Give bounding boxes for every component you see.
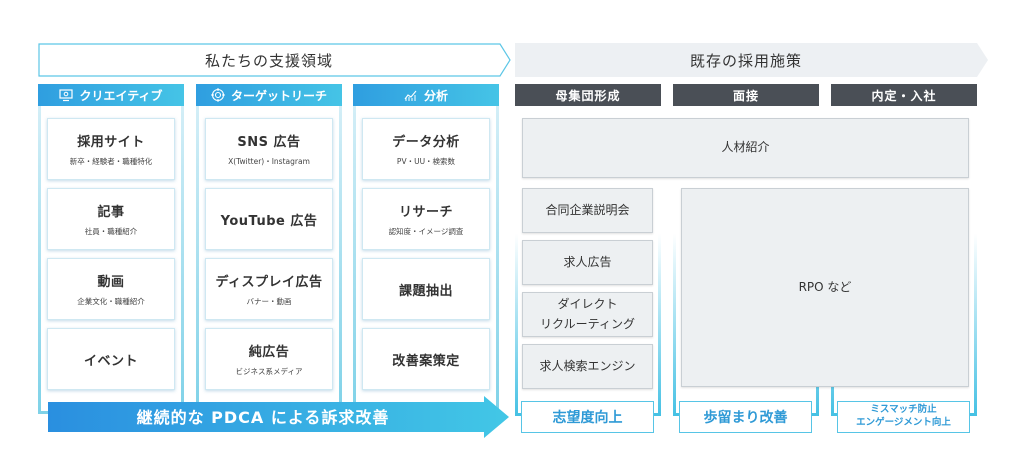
card-event: イベント [47,328,175,390]
card-subtitle: ビジネス系メディア [235,367,303,376]
target-reach-header: ターゲットリーチ [196,84,342,106]
outcome-engagement: ミスマッチ防止 エンゲージメント向上 [837,401,970,433]
card-subtitle: 企業文化・職種紹介 [77,297,145,306]
outcome-yield: 歩留まり改善 [679,401,812,433]
card-title: YouTube 広告 [220,213,318,229]
card-issue-extraction: 課題抽出 [362,258,490,320]
card-improvement-plan: 改善案策定 [362,328,490,390]
card-title: リサーチ [398,205,453,220]
card-subtitle: PV・UU・検索数 [396,157,456,166]
phase-header-interview: 面接 [673,84,819,106]
outcome-motivation: 志望度向上 [521,401,654,433]
card-title: 改善案策定 [392,353,460,369]
job-ads-box: 求人広告 [522,240,653,285]
target-icon [210,88,225,102]
chart-icon [404,90,417,101]
card-title: 純広告 [248,345,290,360]
card-subtitle: 社員・職種紹介 [84,227,138,236]
card-pure-ads: 純広告 ビジネス系メディア [205,328,333,390]
card-display-ads: ディスプレイ広告 バナー・動画 [205,258,333,320]
phase-header-population: 母集団形成 [515,84,661,106]
card-subtitle: 新卒・経験者・職種特化 [69,157,153,166]
target-reach-label: ターゲットリーチ [230,88,327,103]
card-research: リサーチ 認知度・イメージ調査 [362,188,490,250]
analysis-header: 分析 [353,84,499,106]
creative-label: クリエイティブ [79,88,163,103]
card-title: データ分析 [392,135,460,150]
card-recruit-site: 採用サイト 新卒・経験者・職種特化 [47,118,175,180]
support-area-banner [38,43,511,77]
creative-header: クリエイティブ [38,84,184,106]
rpo-box: RPO など [681,188,969,387]
card-subtitle: X(Twitter)・Instagram [228,157,310,166]
job-search-engine-box: 求人検索エンジン [522,344,653,389]
card-title: ディスプレイ広告 [215,275,323,290]
analysis-label: 分析 [423,88,448,103]
card-title: SNS 広告 [237,135,301,150]
job-fair-box: 合同企業説明会 [522,188,653,233]
card-title: 動画 [97,275,125,290]
pdca-arrow [48,396,509,438]
card-title: 採用サイト [77,135,145,150]
card-video: 動画 企業文化・職種紹介 [47,258,175,320]
card-title: 課題抽出 [398,283,453,299]
card-data-analysis: データ分析 PV・UU・検索数 [362,118,490,180]
card-article: 記事 社員・職種紹介 [47,188,175,250]
card-subtitle: バナー・動画 [246,297,292,306]
card-youtube-ads: YouTube 広告 [205,188,333,250]
card-title: 記事 [97,205,125,220]
existing-measures-title: 既存の採用施策 [689,51,802,70]
monitor-icon [59,89,74,102]
support-area-title: 私たちの支援領域 [204,51,333,70]
phase-header-offer: 内定・入社 [831,84,977,106]
direct-recruiting-box: ダイレクト リクルーティング [522,292,653,337]
existing-measures-banner [515,43,988,77]
card-sns-ads: SNS 広告 X(Twitter)・Instagram [205,118,333,180]
agency-box: 人材紹介 [522,118,969,178]
pdca-label: 継続的な PDCA による訴求改善 [136,408,390,427]
card-subtitle: 認知度・イメージ調査 [388,227,464,236]
card-title: イベント [83,353,138,369]
